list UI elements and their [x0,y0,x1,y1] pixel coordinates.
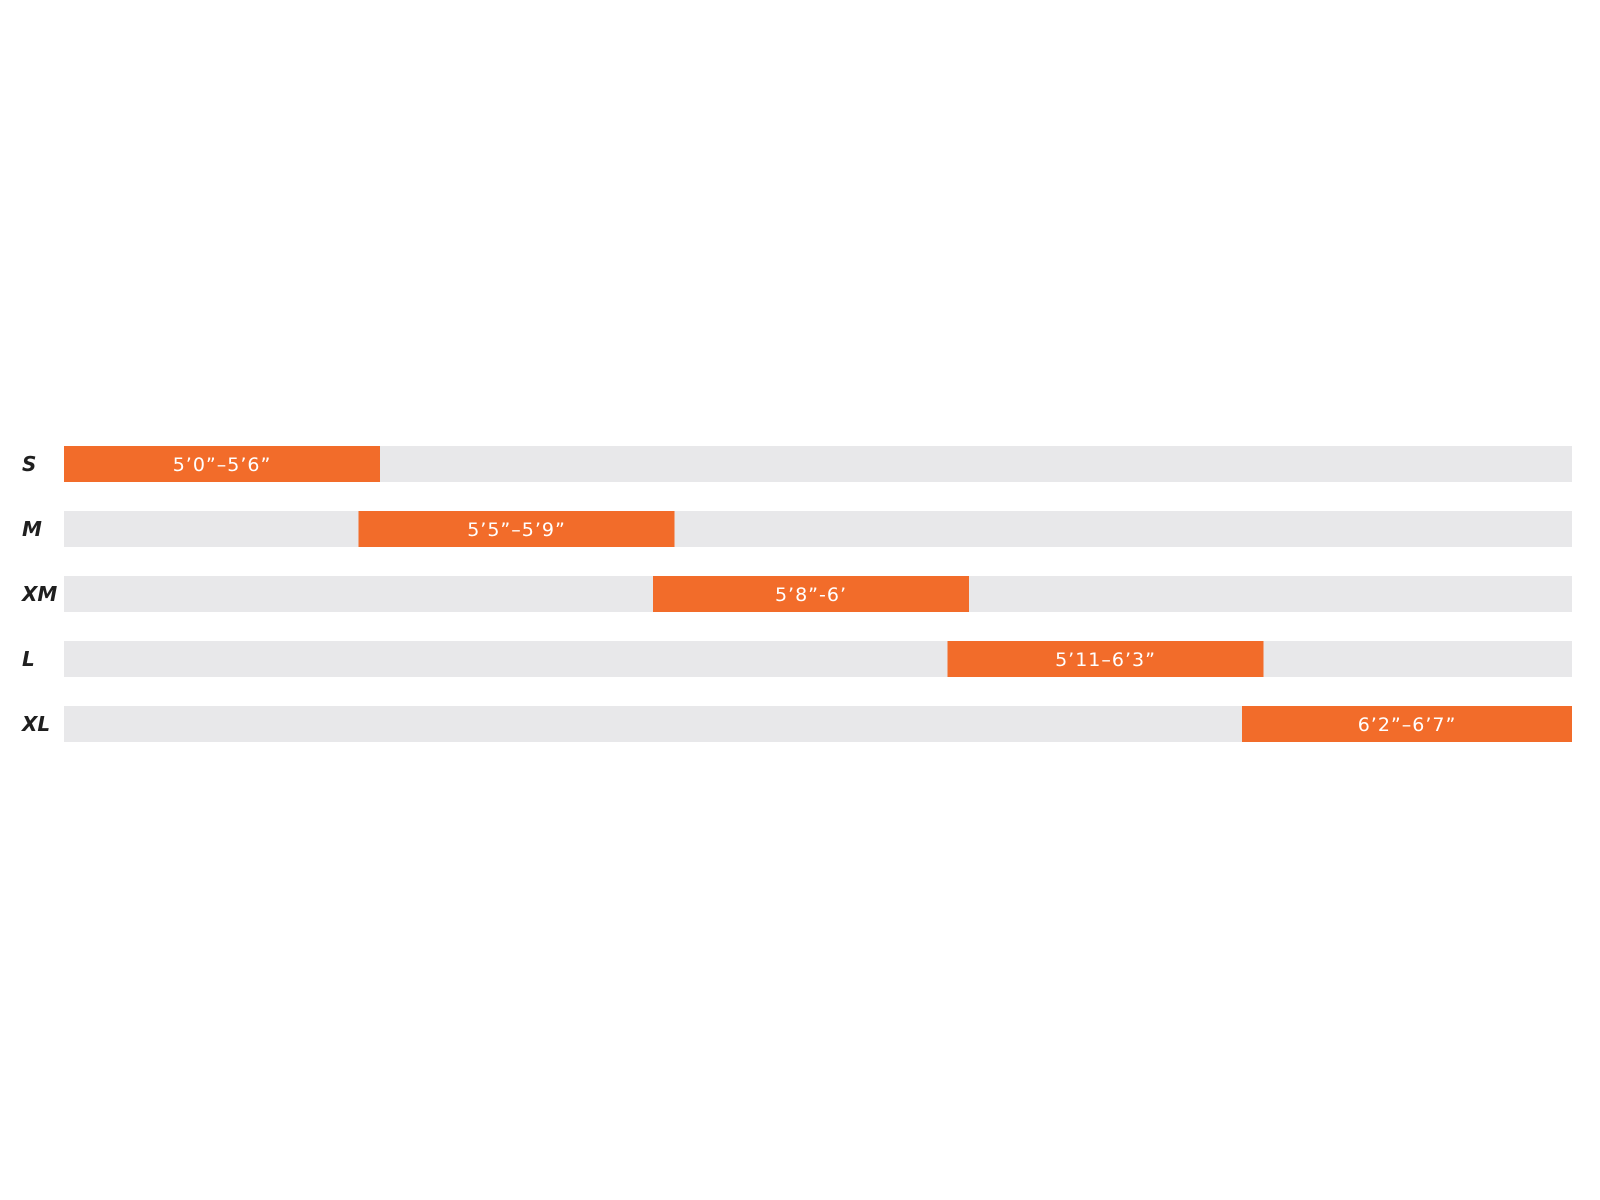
range-bar [653,576,969,612]
size-row-xm: XM 5’8”-6’ [20,576,1572,612]
size-row-s: S 5’0”–5’6” [22,446,1572,482]
track-bar [64,641,1572,677]
range-bar [947,641,1264,677]
size-label: XM [20,582,57,606]
size-label: S [22,452,36,476]
range-label: 5’11–6’3” [1055,649,1156,671]
size-label: L [22,647,35,671]
size-label: XL [20,712,50,736]
size-row-xl: XL 6’2”–6’7” [20,706,1572,742]
range-label: 5’8”-6’ [775,584,847,606]
size-rows: S 5’0”–5’6” M 5’5”–5’9” XM 5’8”-6’ L 5’11–6’3” X… [20,446,1572,742]
range-bar [358,511,675,547]
range-bar [64,446,380,482]
range-label: 6’2”–6’7” [1358,714,1457,736]
range-label: 5’0”–5’6” [173,454,272,476]
range-label: 5’5”–5’9” [467,519,566,541]
range-bar [1242,706,1572,742]
track-bar [64,511,1572,547]
size-label: M [22,517,42,541]
size-row-l: L 5’11–6’3” [22,641,1572,677]
size-row-m: M 5’5”–5’9” [22,511,1572,547]
